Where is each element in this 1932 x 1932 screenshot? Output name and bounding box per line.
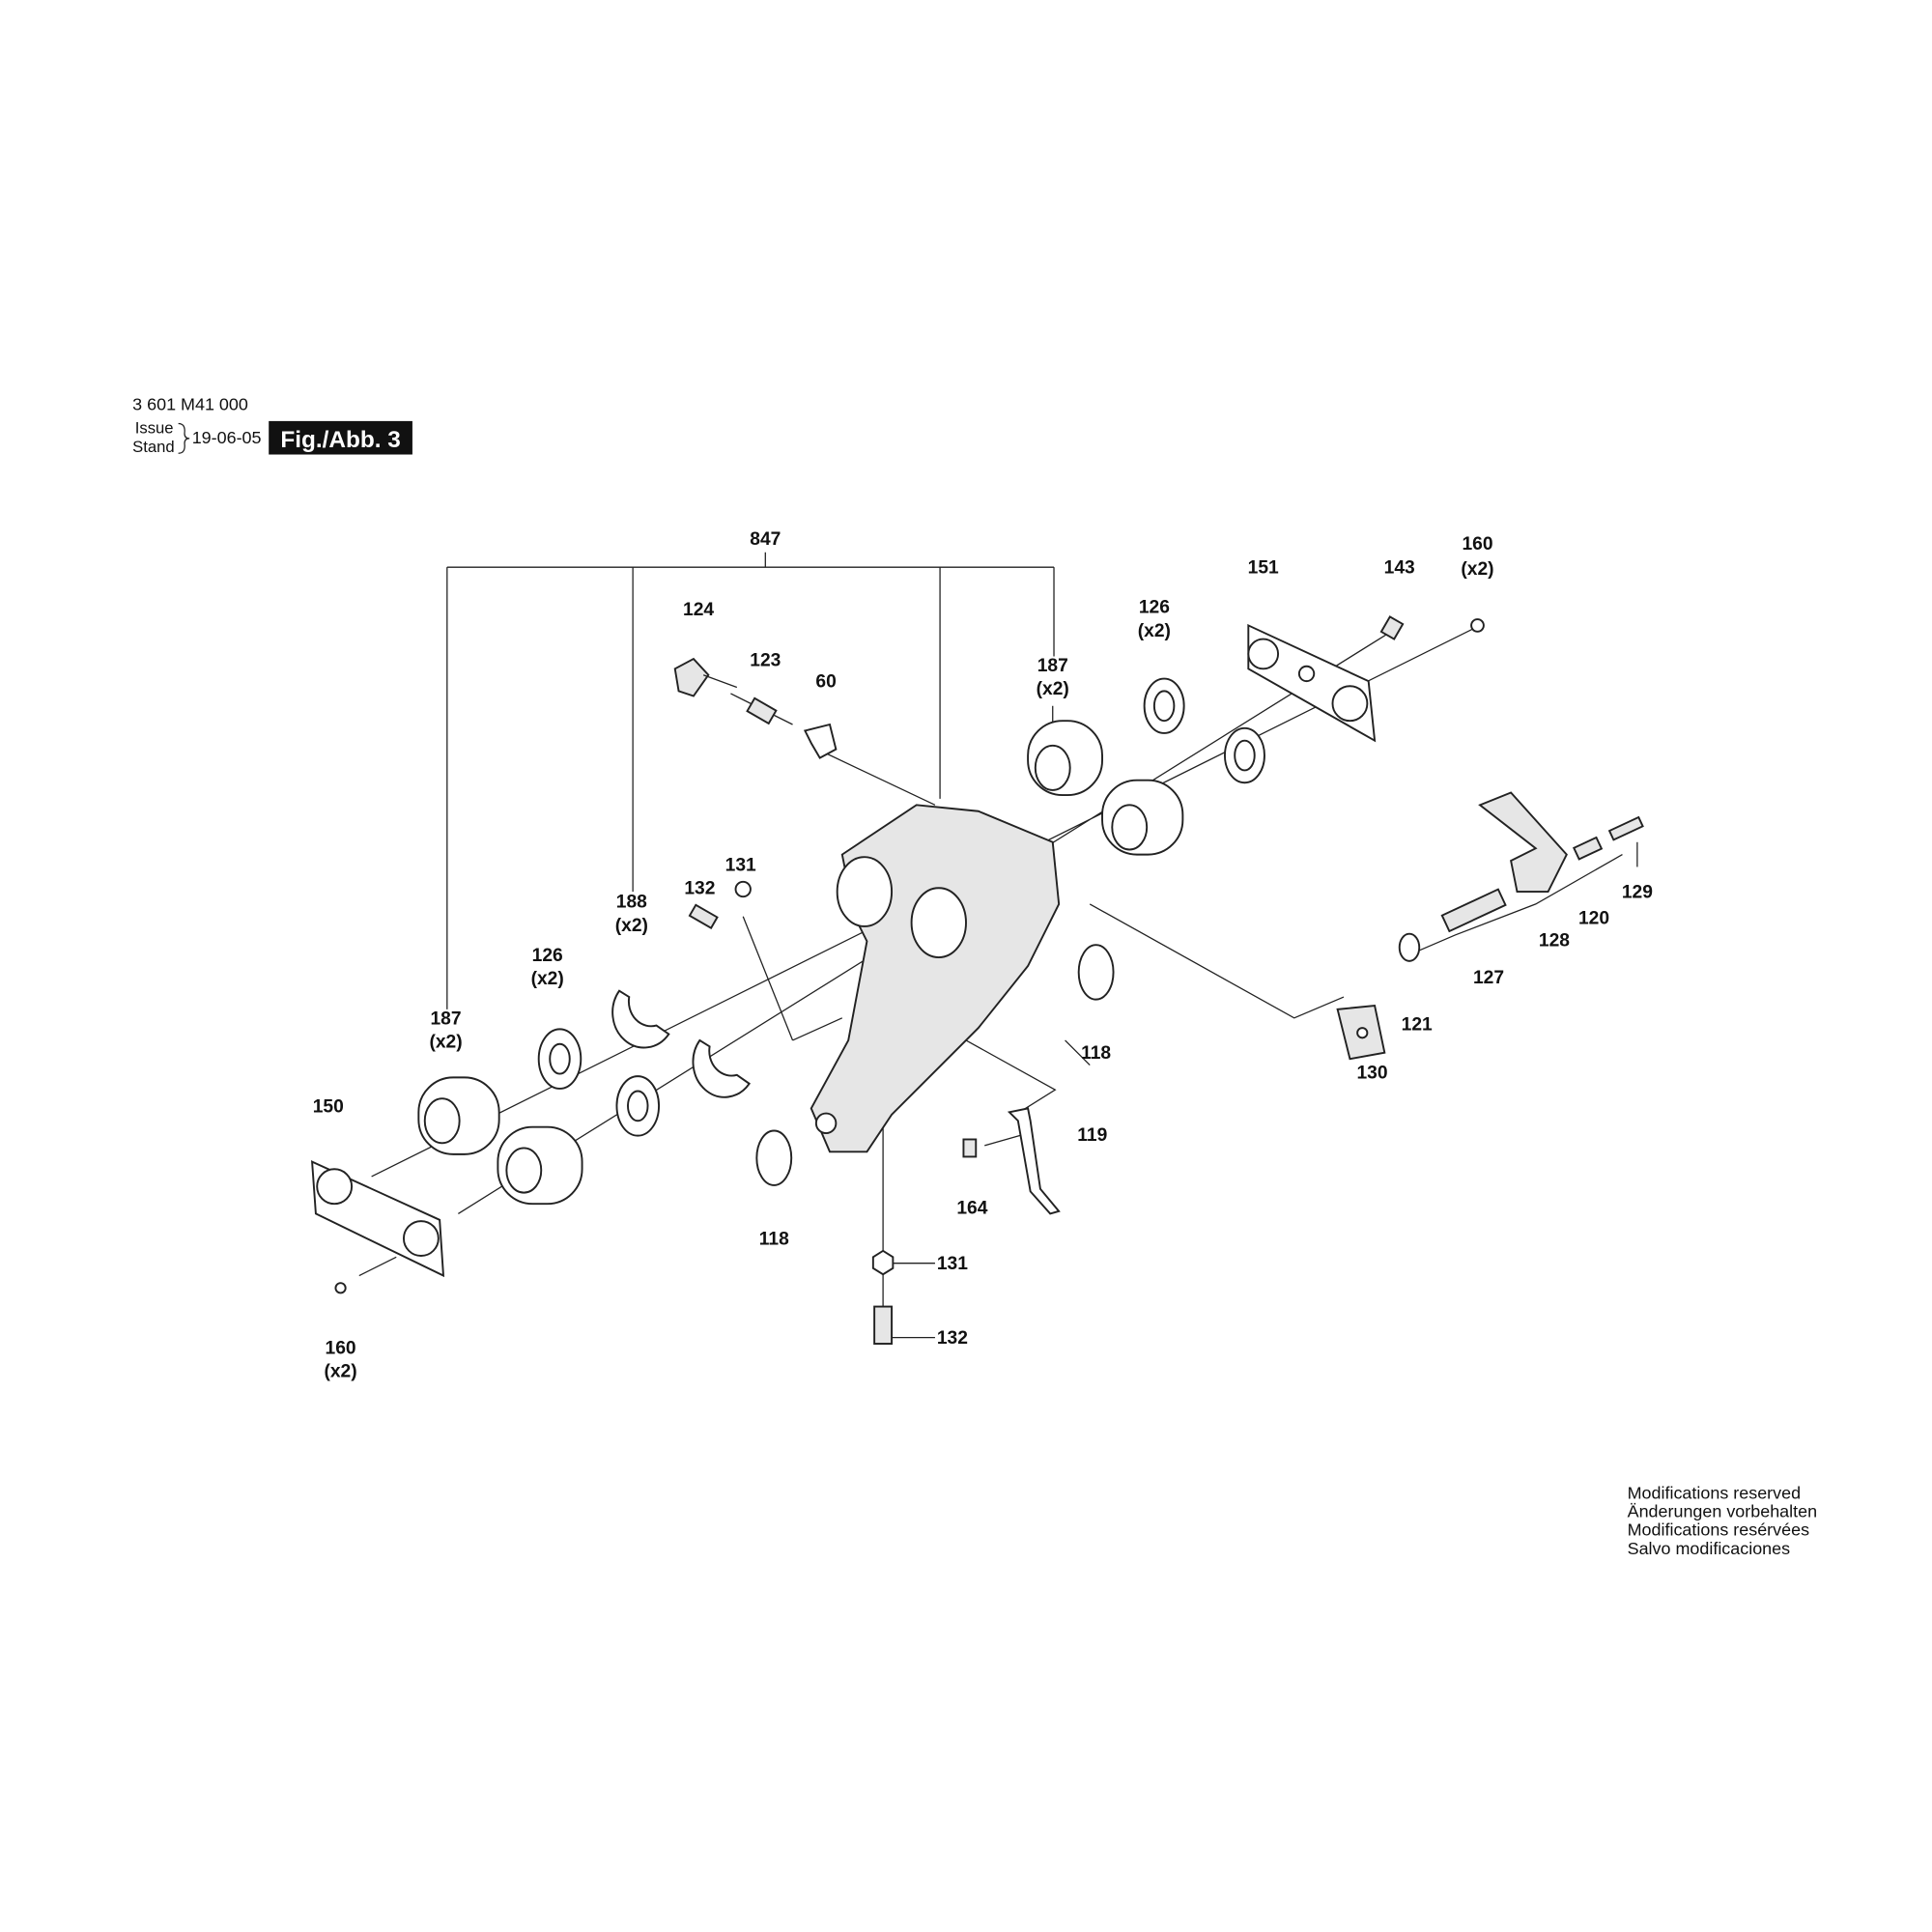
screw-129 <box>1607 815 1644 841</box>
header-block: 3 601 M41 000 Issue Stand 19-06-05 Fig./… <box>132 394 412 456</box>
parts <box>311 615 1644 1345</box>
label-151: 151 <box>1248 558 1279 579</box>
label-188: 188 <box>616 893 647 913</box>
part-labels: 847 124 123 60 187 (x2) 126 (x2) 151 143… <box>313 529 1653 1382</box>
label-160-lower-qty: (x2) <box>324 1362 356 1382</box>
label-143: 143 <box>1384 558 1415 579</box>
stand-label: Stand <box>132 438 175 456</box>
bolt-132-lower <box>873 1305 894 1345</box>
figure-badge <box>269 420 412 455</box>
spring-123 <box>746 696 778 725</box>
label-187-lower: 187 <box>430 1009 461 1029</box>
label-126-lower: 126 <box>532 946 563 966</box>
label-160-lower: 160 <box>326 1338 356 1358</box>
note-line: Modifications resérvées <box>1628 1520 1809 1540</box>
label-188-qty: (x2) <box>615 916 648 936</box>
label-150: 150 <box>313 1096 344 1117</box>
label-187-lower-qty: (x2) <box>429 1033 462 1053</box>
label-126-top: 126 <box>1139 598 1170 618</box>
label-124: 124 <box>683 600 714 620</box>
label-130: 130 <box>1356 1064 1387 1084</box>
label-120: 120 <box>1578 908 1609 928</box>
label-131-lower: 131 <box>937 1254 968 1274</box>
nut-131-upper <box>734 880 752 898</box>
issue-date: 19-06-05 <box>192 428 262 447</box>
label-187-top: 187 <box>1037 656 1068 676</box>
washer-118-lower <box>755 1129 793 1186</box>
spring-plate-119 <box>1007 1107 1061 1215</box>
part-number: 3 601 M41 000 <box>132 394 248 413</box>
screw-164 <box>962 1138 978 1158</box>
label-160-top: 160 <box>1462 534 1492 554</box>
figure-label: Fig./Abb. 3 <box>280 427 400 453</box>
assembly-bracket-847 <box>446 552 1055 1009</box>
screw-143 <box>1379 615 1405 640</box>
nut-131-lower <box>871 1249 895 1276</box>
label-119: 119 <box>1077 1125 1107 1146</box>
spring-120 <box>1572 836 1604 861</box>
label-132-lower: 132 <box>937 1328 968 1349</box>
note-line: Modifications reserved <box>1628 1483 1801 1502</box>
label-132-upper: 132 <box>684 879 715 899</box>
bolt-132-upper <box>688 903 719 929</box>
label-126-lower-qty: (x2) <box>531 969 564 989</box>
label-160-top-qty: (x2) <box>1461 559 1493 580</box>
label-123: 123 <box>750 651 781 671</box>
label-164: 164 <box>956 1198 987 1218</box>
clip-188 <box>611 989 670 1049</box>
label-118-lower: 118 <box>759 1229 789 1249</box>
washer-121 <box>1398 932 1421 962</box>
label-121: 121 <box>1402 1015 1433 1036</box>
label-128: 128 <box>1539 930 1570 951</box>
housing-847 <box>810 804 1061 1153</box>
label-847: 847 <box>750 529 781 550</box>
screw-160-top <box>1470 618 1485 633</box>
label-118-upper: 118 <box>1081 1043 1111 1064</box>
lever-128 <box>1478 791 1568 894</box>
label-131-upper: 131 <box>725 855 756 875</box>
issue-label: Issue <box>135 419 174 438</box>
label-129: 129 <box>1622 882 1653 902</box>
note-line: Salvo modificaciones <box>1628 1539 1791 1558</box>
modifications-note: Modifications reserved Änderungen vorbeh… <box>1628 1483 1817 1558</box>
brace <box>178 422 190 454</box>
washer-118-upper <box>1077 944 1115 1001</box>
knob-124 <box>673 657 710 697</box>
label-187-top-qty: (x2) <box>1037 679 1069 699</box>
label-127: 127 <box>1473 968 1504 988</box>
label-126-top-qty: (x2) <box>1138 621 1171 641</box>
note-line: Änderungen vorbehalten <box>1628 1502 1817 1521</box>
clip-60 <box>803 723 838 759</box>
screw-160-lower <box>334 1282 347 1294</box>
label-60: 60 <box>815 672 836 693</box>
threaded-shaft-127 <box>1440 888 1507 933</box>
